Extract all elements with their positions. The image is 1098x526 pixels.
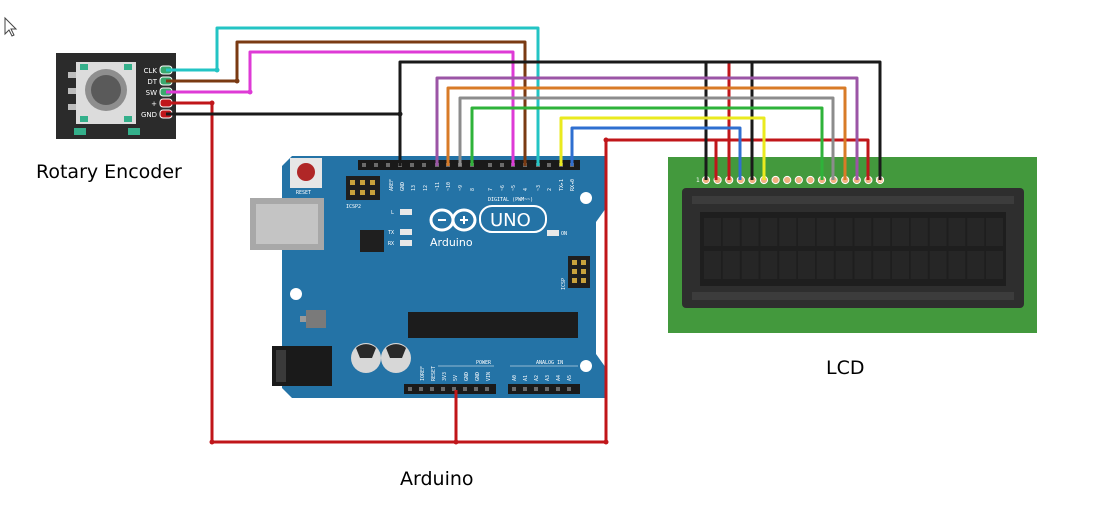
digital-pin-label: ~10 [446, 182, 452, 191]
wire-d8-green [470, 106, 824, 180]
digital-pin-label: TX▸1 [559, 179, 565, 191]
arduino-label: Arduino [400, 468, 474, 490]
analog-pin-label: A5 [567, 375, 573, 381]
wire-clk-cyan [166, 26, 540, 166]
analog-pin-label: A0 [512, 375, 518, 381]
wire-d9-gray [458, 96, 835, 180]
lcd-pin-1-mark: 1 [696, 177, 700, 184]
power-pin-label: RESET [431, 366, 437, 381]
wire-d1-yellow [559, 116, 766, 180]
power-pin-label: IOREF [420, 366, 426, 381]
encoder-pin-label: CLK [144, 67, 158, 75]
digital-pin-label: 2 [547, 188, 553, 191]
analog-pin-label: A2 [534, 375, 540, 381]
wire-d10-orange [446, 86, 847, 180]
reset-button-label: RESET [296, 190, 311, 196]
digital-pin-label: ~11 [435, 182, 441, 191]
analog-pin-label: A4 [556, 375, 562, 381]
led-tx-label: TX [388, 230, 394, 236]
power-header-label: POWER [476, 360, 492, 366]
lcd-label: LCD [826, 357, 864, 379]
analog-header-label: ANALOG IN [536, 360, 563, 366]
analog-pin-label: A1 [523, 375, 529, 381]
digital-header-label: DIGITAL (PWM~~) [488, 197, 533, 203]
uno-logo-text: UNO [490, 210, 531, 231]
digital-pin-label: 4 [523, 188, 529, 191]
digital-pin-label: 8 [470, 188, 476, 191]
power-pin-label: 5V [453, 375, 459, 381]
wire-gnd-lcd-black [398, 60, 882, 180]
encoder-pin-label: DT [147, 78, 157, 86]
arduino-uno-board: RESET ICSP2 L TX RX UNO Arduino ON ICSP [250, 156, 606, 398]
digital-pin-label: ~5 [511, 185, 517, 191]
encoder-pin-label: GND [141, 111, 157, 119]
icsp2-label: ICSP2 [346, 204, 361, 210]
rotary-encoder-module: CLK DT SW + GND [56, 53, 176, 139]
digital-pin-label: RX◂0 [570, 179, 576, 191]
led-rx-label: RX [388, 241, 394, 247]
wire-d0-blue [570, 126, 742, 180]
digital-pin-label: ~6 [500, 185, 506, 191]
arduino-logo-icon [429, 205, 547, 233]
power-pin-label: GND [464, 372, 470, 381]
lcd-module: 1 16 [668, 157, 1037, 333]
icsp-label: ICSP [561, 278, 567, 290]
digital-pin-label: 12 [423, 185, 429, 191]
led-l-label: L [391, 210, 394, 216]
power-pin-label: VIN [486, 372, 492, 381]
power-pin-label: GND [475, 372, 481, 381]
analog-pin-label: A3 [545, 375, 551, 381]
digital-pin-label: ~3 [536, 185, 542, 191]
encoder-pin-label: + [151, 100, 157, 108]
wire-junctions [209, 67, 609, 445]
arduino-brand-text: Arduino [430, 236, 473, 249]
lcd-pin-16-mark: 16 [875, 177, 883, 184]
digital-pin-label: GND [400, 182, 406, 191]
digital-pin-label: 7 [488, 188, 494, 191]
on-led-label: ON [561, 231, 567, 237]
wire-dt-brown [166, 40, 527, 166]
rotary-encoder-label: Rotary Encoder [36, 161, 182, 183]
digital-pin-label: 13 [411, 185, 417, 191]
wire-sw-magenta [166, 50, 515, 166]
wire-d11-purple [435, 76, 859, 180]
mouse-pointer-icon [4, 16, 18, 37]
power-pin-label: 3V3 [442, 372, 448, 381]
digital-pin-label: AREF [389, 179, 395, 191]
encoder-pin-label: SW [146, 89, 157, 97]
digital-pin-label: ~9 [458, 185, 464, 191]
